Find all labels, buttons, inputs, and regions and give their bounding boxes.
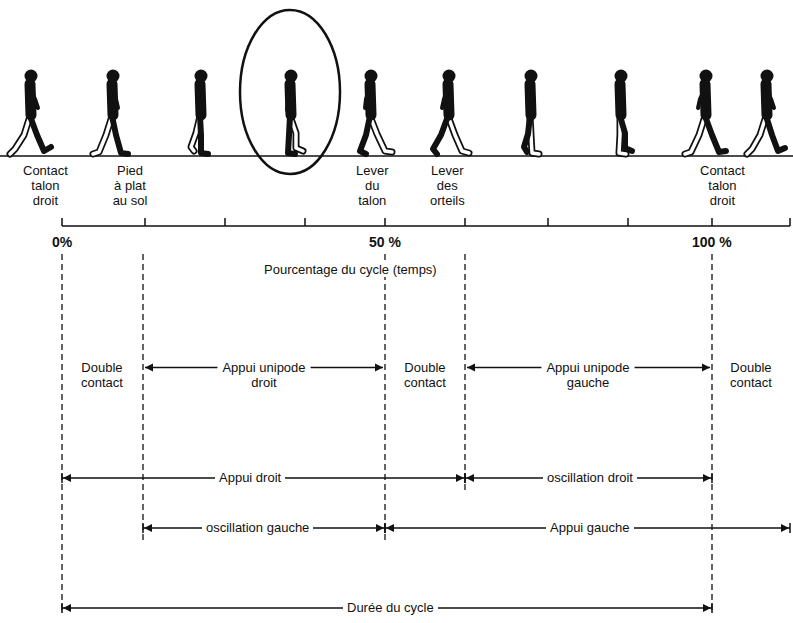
event-label: Pied à plat au sol (112, 163, 148, 208)
period-label: Appui gauche (546, 520, 634, 535)
arrow-head (145, 364, 153, 372)
arrow-head (702, 364, 710, 372)
arrow-head (703, 474, 711, 482)
arrow-line (467, 367, 541, 369)
percent-label: 0% (52, 235, 72, 250)
arrow-line (311, 367, 383, 369)
arrow-head (467, 364, 475, 372)
arrow-line (711, 603, 713, 613)
event-label: Lever du talon (356, 163, 389, 208)
period-label: Appui droit (215, 470, 285, 485)
axis-title: Pourcentage du cycle (temps) (260, 262, 441, 277)
phase-label: Double contact (404, 360, 446, 390)
time-axis (62, 218, 790, 226)
arrow-head (703, 604, 711, 612)
event-label: Lever des orteils (430, 163, 465, 208)
arrow-head (456, 474, 464, 482)
arrow-line (384, 523, 386, 533)
ground-line (0, 155, 793, 157)
period-label: Durée du cycle (343, 600, 438, 615)
percent-label: 50 % (369, 235, 401, 250)
percent-label: 100 % (692, 235, 732, 250)
phase-label: Double contact (81, 360, 123, 390)
event-label: Contact talon droit (700, 163, 745, 208)
phase-label: Double contact (730, 360, 772, 390)
event-label: Contact talon droit (23, 163, 68, 208)
phase-label: Appui unipode droit (214, 360, 314, 390)
arrow-head (386, 524, 394, 532)
arrow-line (464, 473, 466, 483)
arrow-line (142, 523, 144, 533)
arrow-line (464, 473, 466, 483)
arrow-head (466, 474, 474, 482)
period-label: oscillation droit (543, 470, 637, 485)
arrow-line (61, 473, 63, 483)
arrow-head (781, 524, 789, 532)
arrow-line (145, 367, 217, 369)
arrow-line (635, 367, 710, 369)
arrow-head (375, 364, 383, 372)
arrow-head (63, 474, 71, 482)
arrow-line (789, 523, 791, 533)
walking-figures (10, 70, 785, 155)
phase-label: Appui unipode gauche (535, 360, 641, 390)
highlight-ellipse (240, 10, 340, 174)
arrow-line (711, 473, 713, 483)
arrow-head (144, 524, 152, 532)
phase-dividers (62, 254, 712, 614)
arrow-head (63, 604, 71, 612)
arrow-line (61, 603, 63, 613)
arrow-head (376, 524, 384, 532)
arrow-line (384, 523, 386, 533)
period-label: oscillation gauche (202, 520, 313, 535)
